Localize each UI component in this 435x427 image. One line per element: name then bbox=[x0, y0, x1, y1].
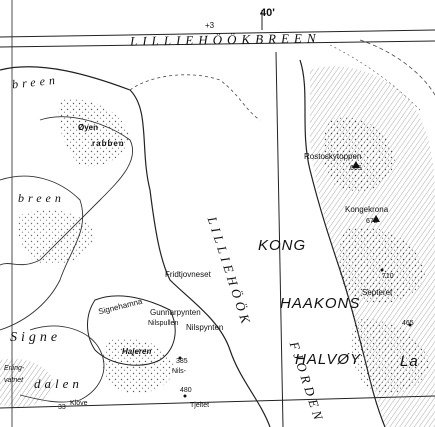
coastline-west bbox=[0, 66, 271, 427]
glacier-label-breen-2: breen bbox=[18, 191, 65, 205]
place-dalen: dalen bbox=[34, 376, 83, 391]
land-name-kong: KONG bbox=[258, 237, 307, 254]
land-name-la: La bbox=[400, 353, 419, 370]
spot-height-480: 480 bbox=[180, 387, 192, 394]
land-name-haakons: HAAKONS bbox=[280, 295, 361, 312]
place-nilspullen: Nilspullen bbox=[148, 320, 179, 327]
place-gunnarpynten: Gunnarpynten bbox=[150, 308, 201, 317]
place-klove: Klove bbox=[70, 400, 88, 407]
grid-line-top bbox=[0, 29, 435, 38]
place-erling: Erling- bbox=[4, 365, 25, 372]
place-septeret: Septeret bbox=[362, 288, 393, 297]
grid-line-top-2 bbox=[0, 40, 435, 48]
meridian-line bbox=[275, 51, 284, 427]
peak-height-kongekrona: 672 bbox=[366, 218, 378, 225]
place-signe: Signe bbox=[10, 330, 62, 345]
grid-line-bottom bbox=[0, 395, 435, 409]
place-oyen: Øyen bbox=[78, 123, 99, 132]
glacier-lilliehookbreen: LILLIEHÖÖKBREEN bbox=[129, 30, 321, 49]
place-rabben: rabben bbox=[92, 139, 125, 148]
spot-height-385: 385 bbox=[176, 358, 188, 365]
place-fridtjovneset: Fridtjovneset bbox=[165, 270, 211, 279]
place-hajeren: Hajeren bbox=[122, 347, 152, 356]
grid-tick-label: +3 bbox=[205, 21, 215, 30]
spot-height-33: 33 bbox=[58, 404, 66, 411]
place-nilspynten: Nilspynten bbox=[186, 323, 224, 332]
spot-height-710: 710 bbox=[382, 273, 394, 280]
peak-kongekrona: Kongekrona bbox=[345, 205, 389, 214]
spot-height-465: 465 bbox=[402, 320, 414, 327]
peak-rostoskytoppen: Rostoskytoppen bbox=[304, 152, 362, 161]
place-tjeltet: Tjeltet bbox=[190, 402, 210, 409]
longitude-label: 40' bbox=[260, 7, 275, 19]
land-name-halvoy: HALVØY bbox=[295, 351, 362, 368]
place-vatnet: vatnet bbox=[4, 377, 24, 384]
place-nils: Nils- bbox=[172, 368, 186, 375]
peak-height-rostoskytoppen: 665 bbox=[350, 165, 362, 172]
